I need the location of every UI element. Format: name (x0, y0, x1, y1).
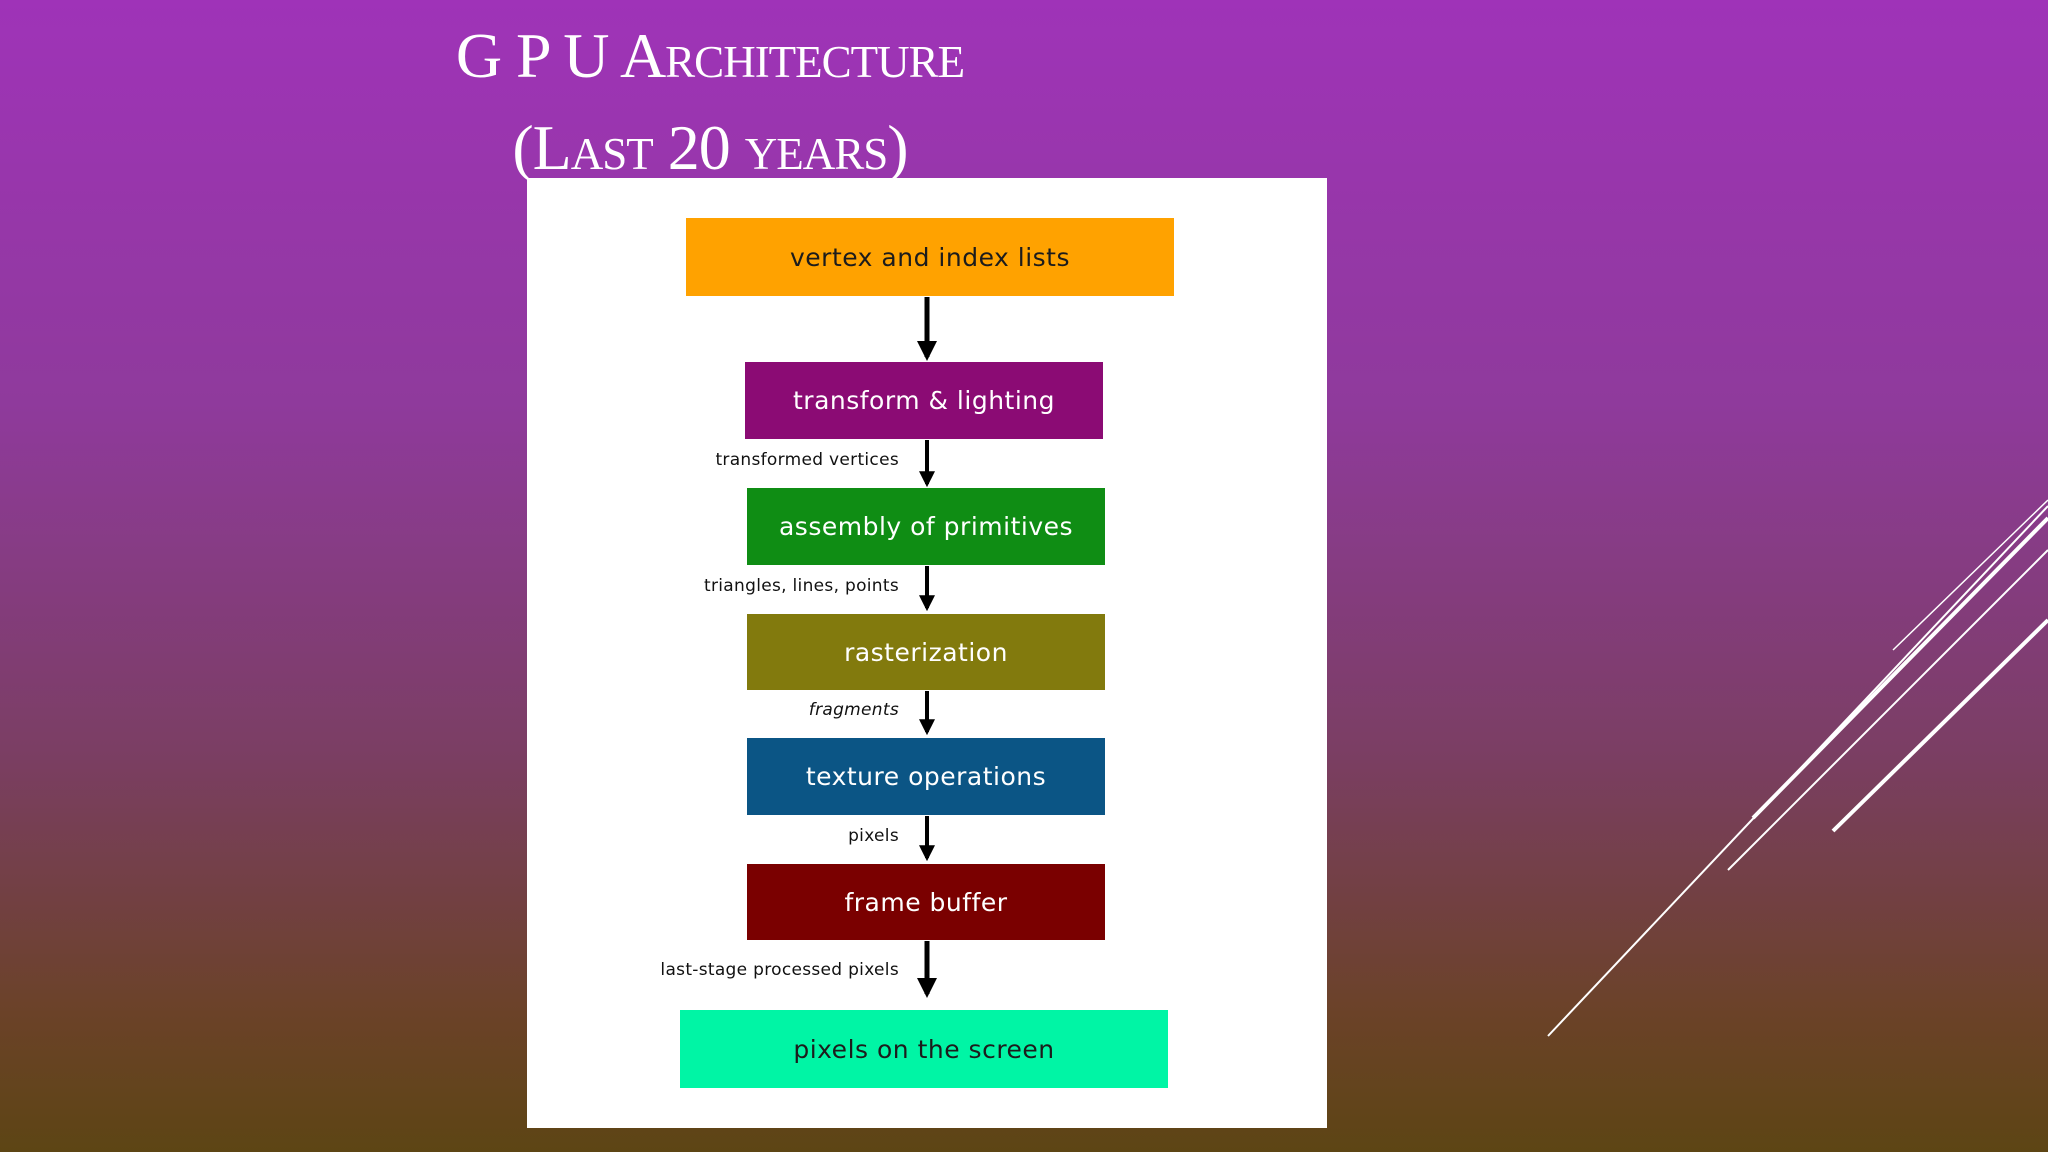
stage-rasterization: rasterization (747, 614, 1105, 690)
slide-title-line-1: G P U Architecture (455, 20, 965, 91)
stage-assembly-primitives: assembly of primitives (747, 488, 1105, 565)
deco-line-middle (1727, 549, 2048, 871)
pipeline-arrows (917, 297, 937, 998)
stage-frame-buffer: frame buffer (747, 864, 1105, 940)
stage-transform-lighting: transform & lighting (745, 362, 1103, 439)
slide-title: G P U Architecture (Last 20 years) (380, 10, 1040, 194)
stage-pixels-on-screen: pixels on the screen (680, 1010, 1168, 1088)
stage-texture-operations: texture operations (747, 738, 1105, 815)
slide-title-line-2: (Last 20 years) (512, 112, 908, 183)
deco-line-short (1892, 499, 2048, 651)
edge-label-pixels: pixels (848, 826, 899, 846)
edge-label-last-stage-processed-pixels: last-stage processed pixels (660, 960, 899, 980)
deco-line-thick-upper (1751, 516, 2048, 820)
edge-label-transformed-vertices: transformed vertices (715, 450, 899, 470)
edge-label-triangles-lines-points: triangles, lines, points (704, 576, 899, 596)
deco-line-long (1547, 505, 2048, 1037)
edge-label-fragments: fragments (808, 700, 899, 720)
deco-line-thick-lower (1831, 618, 2048, 833)
stage-vertex-index-lists: vertex and index lists (686, 218, 1174, 296)
pipeline-diagram: vertex and index lists transform & light… (527, 178, 1327, 1128)
